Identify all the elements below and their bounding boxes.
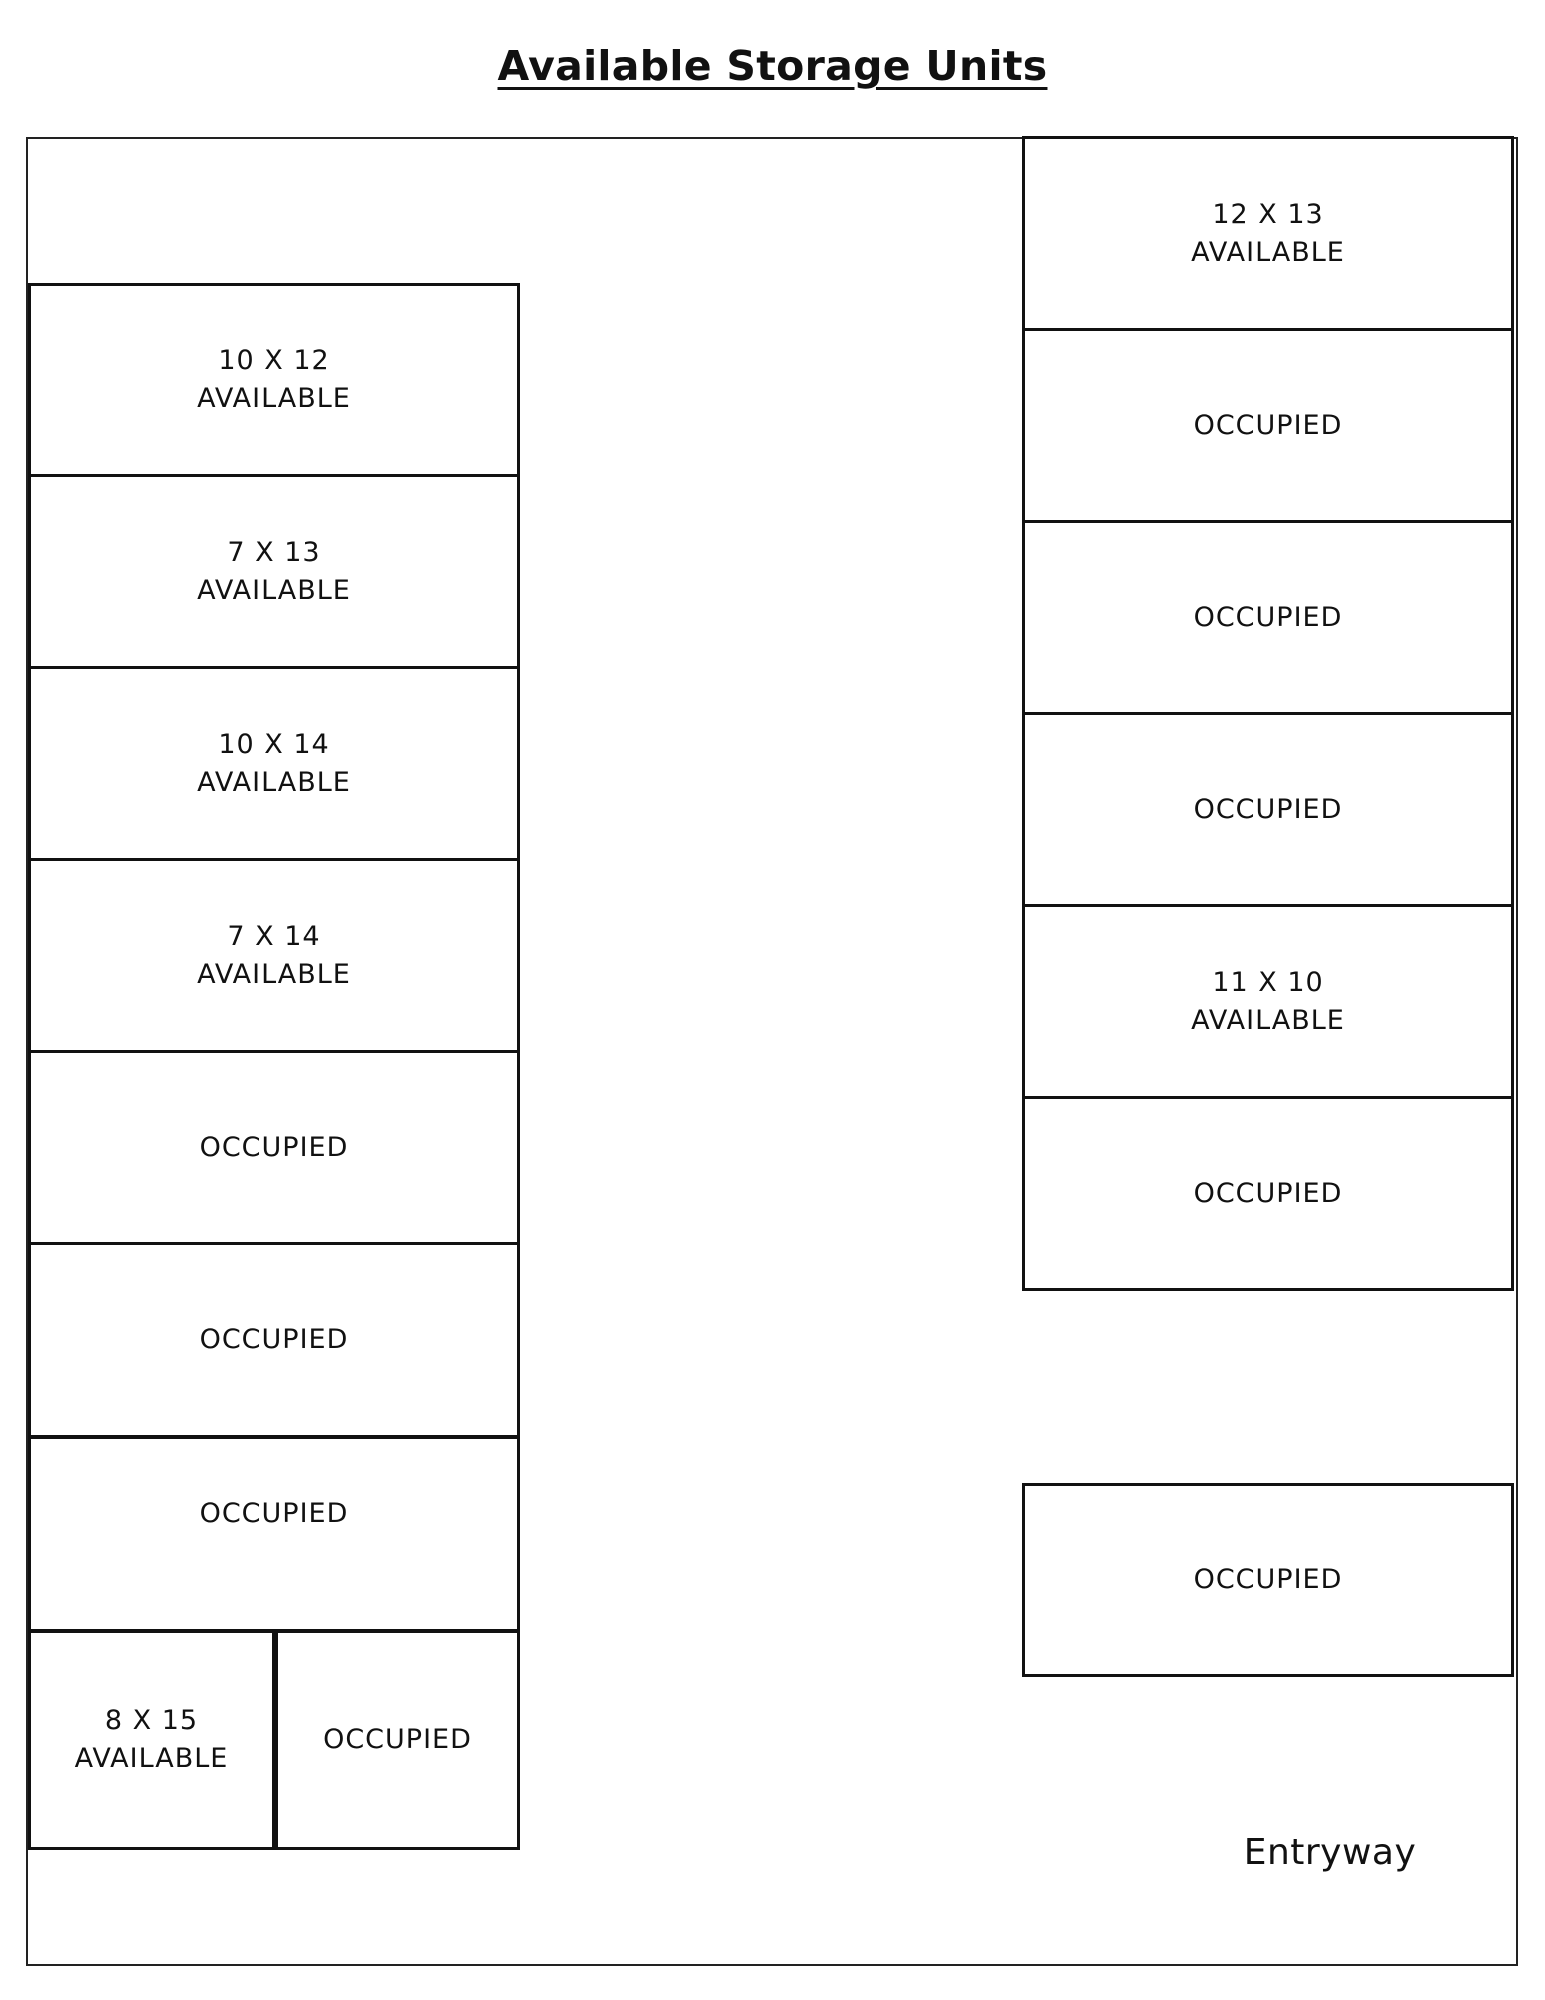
unit-status: AVAILABLE — [197, 574, 351, 606]
unit-left-1[interactable]: 10 X 12 AVAILABLE — [28, 283, 520, 477]
unit-left-3[interactable]: 10 X 14 AVAILABLE — [28, 666, 520, 861]
unit-right-lower[interactable]: OCCUPIED — [1022, 1483, 1514, 1677]
unit-status: AVAILABLE — [197, 766, 351, 798]
unit-status: OCCUPIED — [199, 1324, 349, 1355]
unit-left-6[interactable]: OCCUPIED — [28, 1242, 520, 1438]
unit-size: 10 X 12 — [218, 345, 330, 376]
unit-right-1[interactable]: 12 X 13 AVAILABLE — [1022, 136, 1514, 331]
unit-left-2[interactable]: 7 X 13 AVAILABLE — [28, 474, 520, 669]
unit-status: OCCUPIED — [1193, 1564, 1343, 1595]
unit-status: AVAILABLE — [1191, 1004, 1345, 1036]
unit-size: 12 X 13 — [1212, 198, 1324, 230]
unit-status: OCCUPIED — [199, 1131, 349, 1163]
unit-size: 7 X 13 — [227, 536, 321, 568]
unit-right-5[interactable]: 11 X 10 AVAILABLE — [1022, 904, 1514, 1099]
unit-size: 7 X 14 — [227, 920, 321, 952]
unit-right-6[interactable]: OCCUPIED — [1022, 1096, 1514, 1291]
unit-status: OCCUPIED — [1193, 409, 1343, 441]
page-title: Available Storage Units — [497, 42, 1048, 90]
unit-status: AVAILABLE — [197, 958, 351, 990]
unit-left-5[interactable]: OCCUPIED — [28, 1050, 520, 1245]
unit-bottom-right[interactable]: OCCUPIED — [275, 1630, 520, 1850]
unit-right-2[interactable]: OCCUPIED — [1022, 328, 1514, 523]
unit-left-4[interactable]: 7 X 14 AVAILABLE — [28, 858, 520, 1053]
unit-size: 11 X 10 — [1212, 966, 1324, 998]
unit-size: 8 X 15 — [104, 1705, 199, 1736]
floor-plan-outline — [26, 137, 1518, 1966]
unit-status: OCCUPIED — [1193, 793, 1343, 825]
unit-status: OCCUPIED — [1193, 601, 1343, 633]
unit-status: OCCUPIED — [323, 1724, 472, 1755]
unit-right-3[interactable]: OCCUPIED — [1022, 520, 1514, 715]
unit-right-4[interactable]: OCCUPIED — [1022, 712, 1514, 907]
unit-left-7[interactable]: OCCUPIED — [28, 1436, 520, 1632]
unit-status: OCCUPIED — [1193, 1177, 1343, 1209]
unit-status: AVAILABLE — [197, 383, 351, 414]
unit-status: OCCUPIED — [199, 1498, 349, 1529]
unit-status: AVAILABLE — [74, 1743, 229, 1774]
unit-size: 10 X 14 — [218, 728, 330, 760]
unit-status: AVAILABLE — [1191, 236, 1345, 268]
entryway-label: Entryway — [1243, 1832, 1417, 1873]
unit-bottom-left[interactable]: 8 X 15 AVAILABLE — [28, 1630, 275, 1850]
